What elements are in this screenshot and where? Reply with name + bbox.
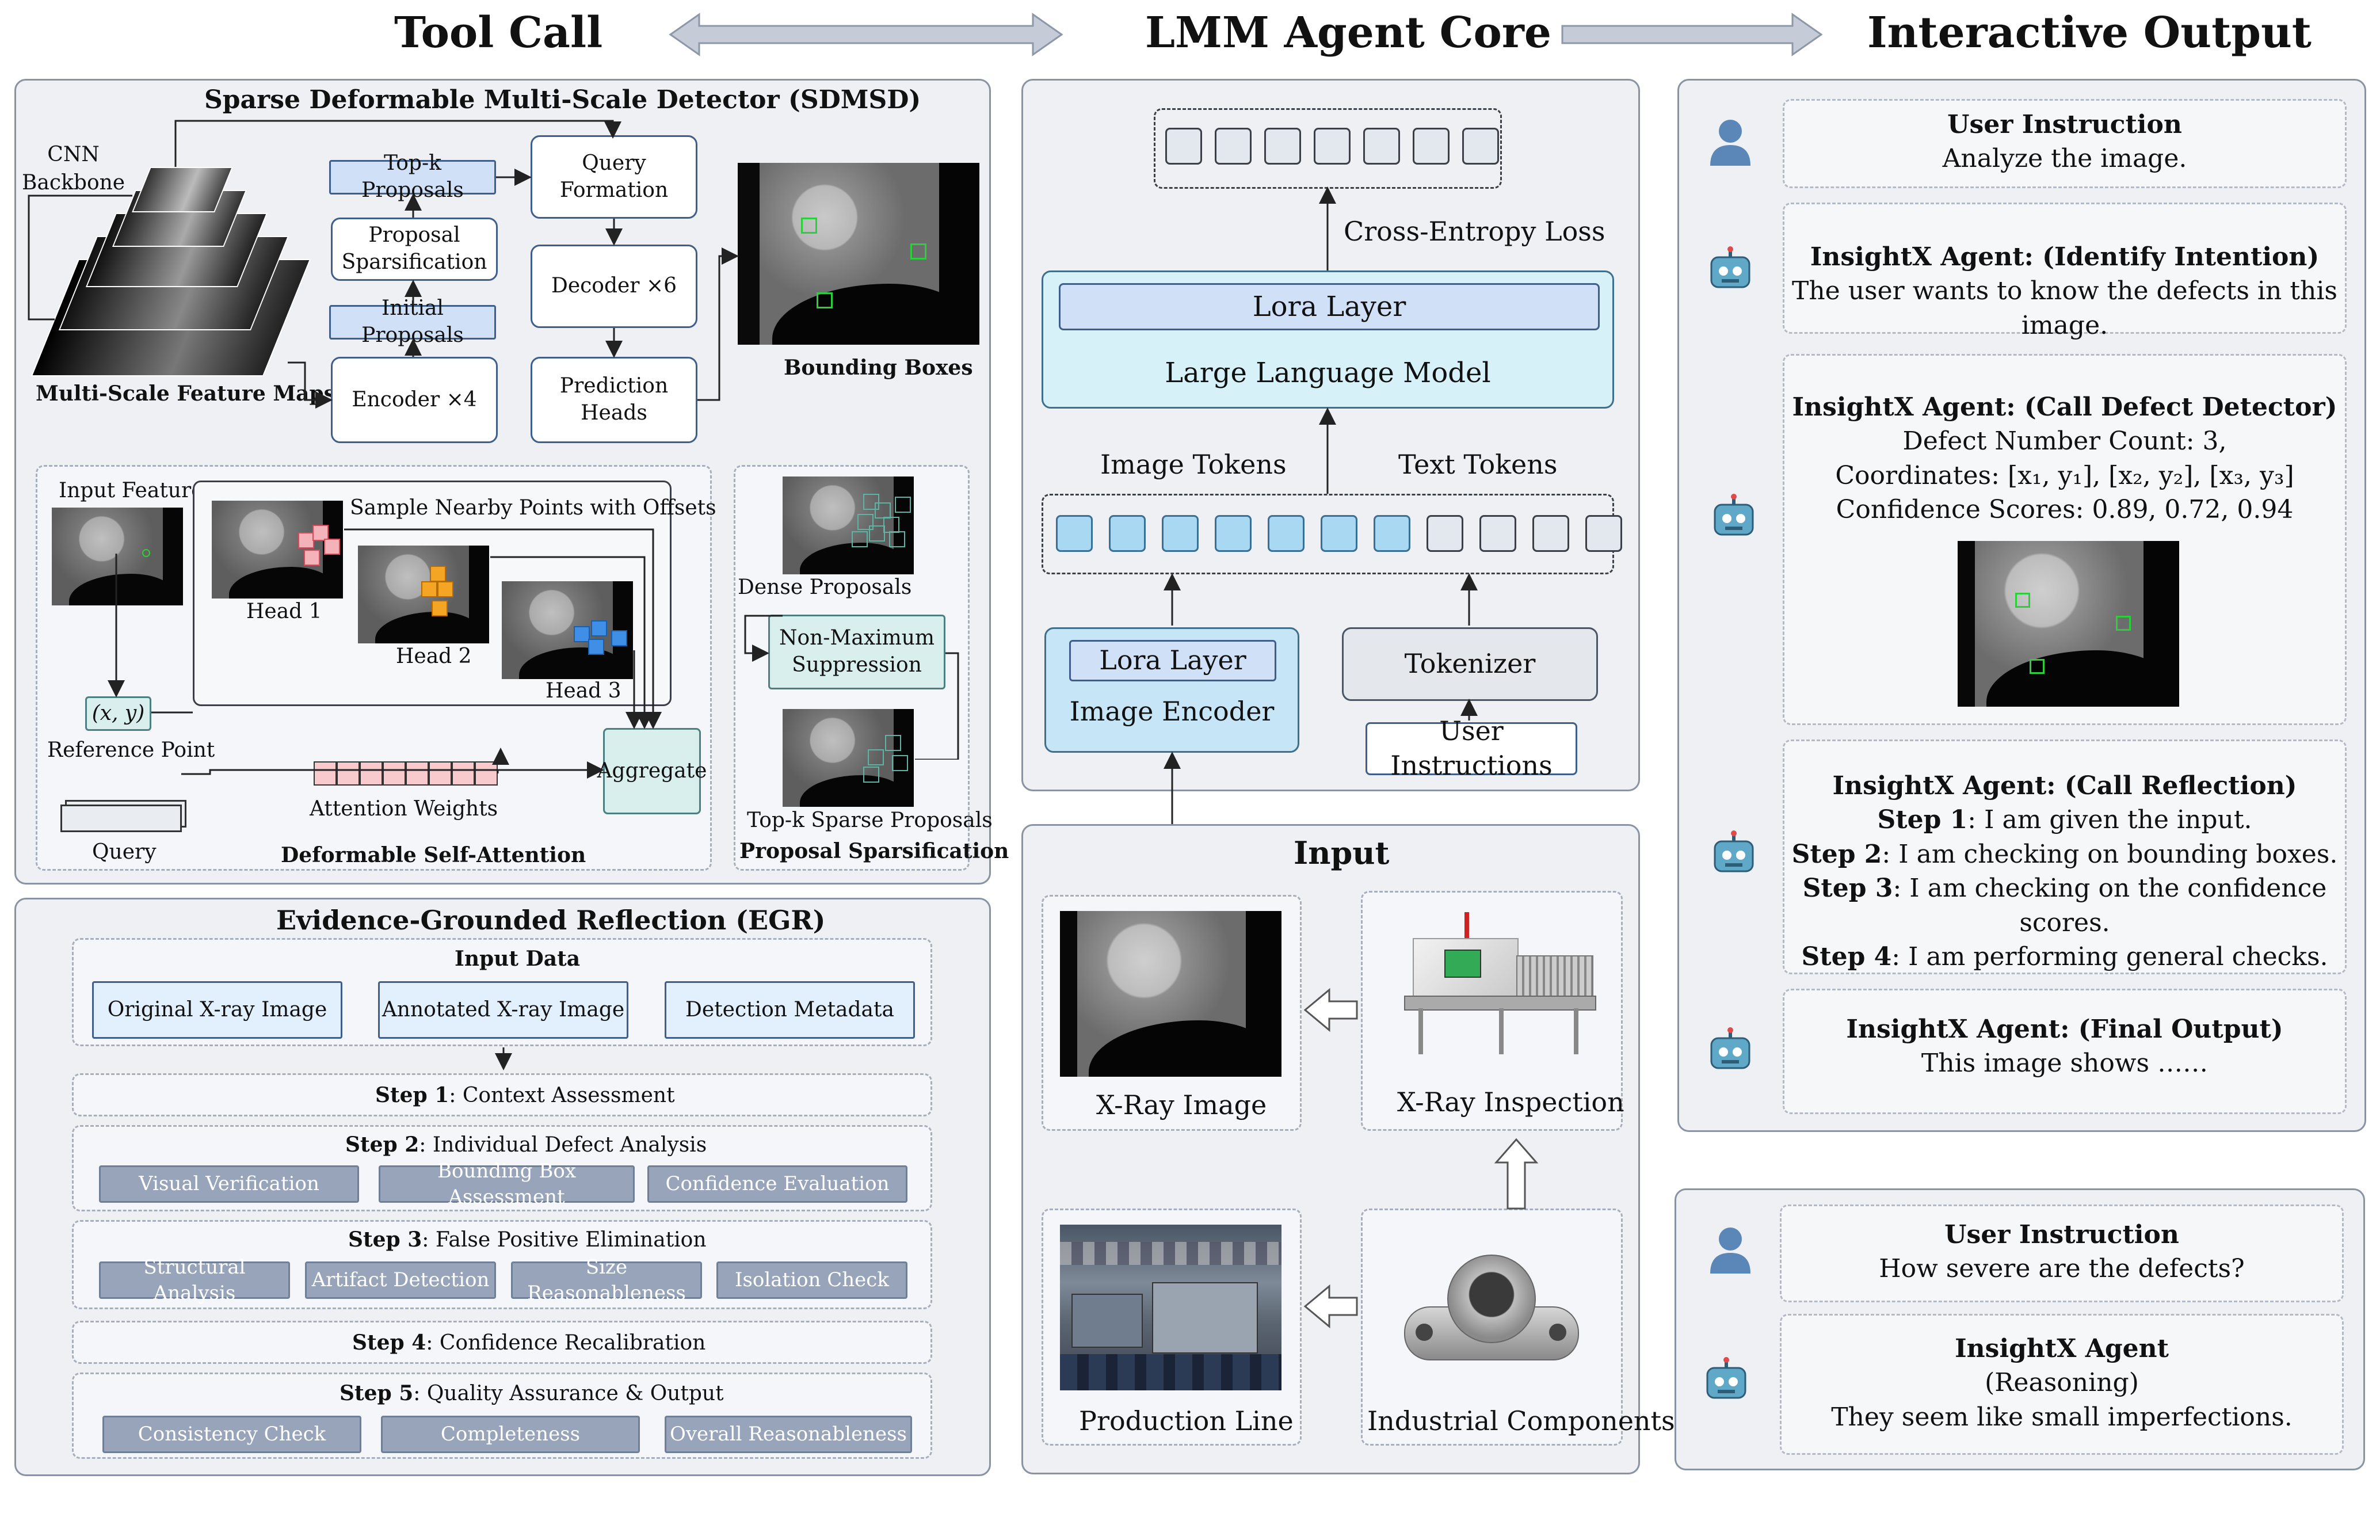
dense-proposals-label: Dense Proposals [738, 575, 912, 599]
output-token-row [1165, 128, 1499, 165]
egr-step5-overall: Overall Reasonableness [665, 1416, 912, 1453]
egr-down-arrow [495, 1047, 512, 1070]
bounding-boxes-label: Bounding Boxes [784, 356, 973, 380]
right-arrow-icon [1561, 13, 1823, 56]
cross-entropy-label: Cross-Entropy Loss [1344, 216, 1605, 247]
query-block [60, 805, 182, 832]
production-line-image [1060, 1225, 1281, 1390]
cnn-backbone-label: CNN Backbone [22, 143, 125, 195]
image-tokens-label: Image Tokens [1100, 449, 1287, 480]
xray-image-label: X-Ray Image [1096, 1089, 1267, 1120]
egr-step5-consistency: Consistency Check [102, 1416, 361, 1453]
industrial-component-image [1398, 1237, 1582, 1381]
production-line-label: Production Line [1079, 1405, 1294, 1436]
input-title: Input [1294, 834, 1390, 871]
egr-step4 [72, 1321, 932, 1364]
egr-title: Evidence-Grounded Reflection (EGR) [276, 905, 826, 936]
sdmsd-title: Sparse Deformable Multi-Scale Detector (… [204, 85, 921, 115]
prediction-heads-box: Prediction Heads [531, 357, 697, 443]
egr-step2-visual-verification: Visual Verification [99, 1165, 359, 1203]
user-instructions-box: User Instructions [1366, 715, 1577, 781]
robot-icon [1706, 1357, 1746, 1399]
bounding-boxes-xray-image [738, 163, 979, 345]
xray-inspection-label: X-Ray Inspection [1397, 1087, 1624, 1118]
chat1-call-reflection: InsightX Agent: (Call Reflection) Step 1… [1783, 739, 2347, 974]
proposal-sparsification-box: Proposal Sparsification [331, 218, 498, 281]
head2-image [358, 546, 489, 643]
chat2-agent-reasoning: InsightX Agent(Reasoning)They seem like … [1780, 1314, 2344, 1455]
header-tool-call: Tool Call [394, 8, 603, 58]
user-icon [1710, 1228, 1750, 1274]
query-formation-box: Query Formation [531, 135, 697, 219]
xray-inspection-card [1361, 891, 1623, 1131]
input-feature-label: Input Feature [59, 479, 204, 502]
header-interactive-output: Interactive Output [1867, 8, 2312, 58]
proposal-sparsification-title: Proposal Sparsification [739, 839, 1009, 863]
dsa-label: Deformable Self-Attention [281, 843, 586, 867]
egr-step3-structural: Structural Analysis [99, 1256, 290, 1305]
dsa-arrows [108, 528, 662, 779]
encoder-lora-box: Lora Layer [1069, 640, 1276, 681]
header-lmm-agent-core: LMM Agent Core [1145, 8, 1551, 58]
head2-label: Head 2 [396, 645, 472, 668]
chat1-final-output: InsightX Agent: (Final Output)This image… [1783, 989, 2347, 1114]
egr-input-metadata: Detection Metadata [665, 981, 915, 1039]
llm-lora-box: Lora Layer [1059, 283, 1600, 330]
head3-label: Head 3 [546, 679, 621, 703]
detector-output-image [1958, 541, 2179, 707]
input-feature-image [52, 508, 183, 605]
egr-step2-text: Step 2: Individual Defect Analysis [345, 1133, 707, 1157]
egr-step3-text: Step 3: False Positive Elimination [348, 1228, 707, 1252]
robot-icon [1710, 1027, 1750, 1069]
egr-step3-isolation: Isolation Check [716, 1261, 907, 1299]
query-label: Query [92, 840, 157, 864]
egr-step1-text: Step 1: Context Assessment [375, 1083, 675, 1107]
text-tokens-label: Text Tokens [1398, 449, 1558, 480]
xray-image [1060, 911, 1281, 1077]
head1-label: Head 1 [246, 600, 322, 623]
industrial-components-label: Industrial Components [1367, 1405, 1675, 1436]
topk-sparse-image [783, 709, 914, 807]
robot-icon [1714, 830, 1754, 872]
robot-icon [1714, 494, 1754, 536]
egr-input-original: Original X-ray Image [92, 981, 342, 1039]
sdmsd-arrows [28, 120, 739, 409]
core-arrows [1164, 186, 1478, 885]
egr-step3-artifact: Artifact Detection [305, 1261, 496, 1299]
reference-point-label: Reference Point [47, 738, 215, 762]
robot-icon [1710, 246, 1750, 288]
attention-weights-label: Attention Weights [310, 797, 498, 821]
xray-inspection-machine-image [1401, 904, 1597, 1059]
egr-step4-text: Step 4: Confidence Recalibration [352, 1331, 706, 1355]
xy-box: (x, y) [85, 696, 151, 731]
nms-arrows [744, 615, 959, 760]
egr-step1 [72, 1073, 932, 1116]
egr-step5-completeness: Completeness [381, 1416, 640, 1453]
sample-points-label: Sample Nearby Points with Offsets [350, 496, 716, 520]
egr-step2-bbox-assessment: Bounding Box Assessment [379, 1160, 635, 1209]
aggregate-box: Aggregate [597, 728, 707, 814]
encoder-box: Encoder ×4 [331, 357, 498, 443]
dense-proposals-image [783, 477, 914, 574]
egr-input-data-label: Input Data [455, 947, 581, 971]
bidirectional-arrow-icon [669, 13, 1063, 56]
input-token-row [1056, 515, 1622, 552]
attention-weights-bar [314, 761, 498, 786]
egr-step5-text: Step 5: Quality Assurance & Output [340, 1381, 724, 1405]
topk-sparse-label: Top-k Sparse Proposals [747, 809, 993, 832]
chat1-identify-intention: InsightX Agent: (Identify Intention)The … [1783, 203, 2347, 340]
head3-image [502, 581, 633, 679]
head1-image [212, 501, 343, 599]
input-hollow-arrows [1303, 988, 1539, 1329]
egr-input-annotated: Annotated X-ray Image [378, 981, 628, 1039]
egr-step3-size: Size Reasonableness [511, 1256, 702, 1305]
nms-box: Non-Maximum Suppression [768, 615, 945, 689]
user-icon [1710, 120, 1750, 166]
egr-step2-confidence-eval: Confidence Evaluation [647, 1165, 907, 1203]
multi-scale-maps-label: Multi-Scale Feature Maps [36, 382, 335, 406]
